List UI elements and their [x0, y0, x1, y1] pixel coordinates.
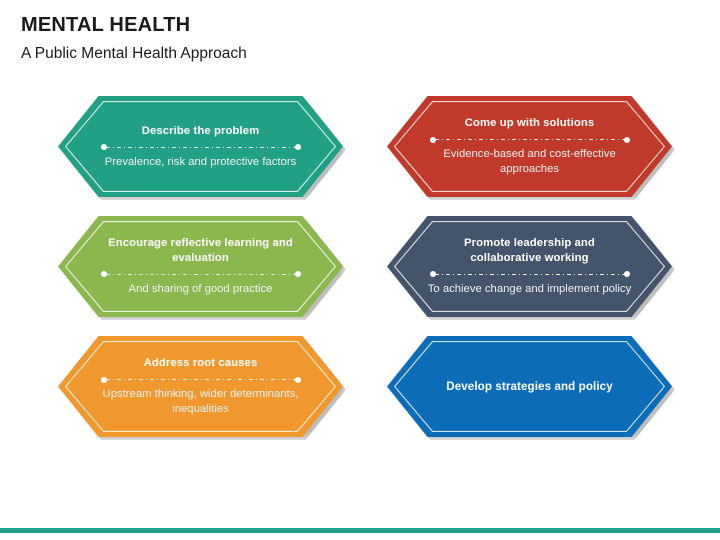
- divider-rule: [105, 273, 296, 275]
- hexagon-content: Develop strategies and policy: [427, 379, 632, 394]
- divider-end-dot: [623, 271, 630, 278]
- hexagon-divider: [100, 143, 301, 152]
- hexagon-encourage-reflective-learning[interactable]: Encourage reflective learning and evalua…: [58, 216, 343, 317]
- hexagon-subtitle: Upstream thinking, wider determinants, i…: [102, 388, 299, 415]
- divider-rule: [434, 273, 625, 275]
- hexagon-divider: [100, 375, 301, 384]
- divider-end-dot: [294, 271, 301, 278]
- hexagon-title: Encourage reflective learning and evalua…: [108, 237, 293, 265]
- hexagon-subtitle: Prevalence, risk and protective factors: [104, 155, 297, 168]
- hexagon-develop-strategies-and-policy[interactable]: Develop strategies and policy: [387, 336, 672, 437]
- divider-end-dot: [294, 376, 301, 383]
- divider-rule: [105, 379, 296, 381]
- divider-rule: [105, 146, 296, 148]
- hexagon-title: Come up with solutions: [464, 117, 595, 130]
- footer-accent-bar: [0, 528, 720, 533]
- hexagon-title: Promote leadership and collaborative wor…: [464, 237, 595, 265]
- hexagon-divider: [429, 270, 630, 279]
- hexagon-title: Describe the problem: [141, 124, 260, 137]
- hexagon-promote-leadership[interactable]: Promote leadership and collaborative wor…: [387, 216, 672, 317]
- hexagon-content: Promote leadership and collaborative wor…: [427, 236, 632, 297]
- page-title: MENTAL HEALTH: [21, 14, 191, 36]
- page-subtitle: A Public Mental Health Approach: [21, 45, 247, 62]
- hexagon-divider: [429, 135, 630, 144]
- slide-header: MENTAL HEALTH A Public Mental Health App…: [21, 14, 247, 63]
- divider-rule: [434, 139, 625, 141]
- hexagon-subtitle: To achieve change and implement policy: [427, 282, 632, 295]
- hexagon-content: Encourage reflective learning and evalua…: [98, 236, 303, 297]
- hexagon-subtitle: Evidence-based and cost-effective approa…: [443, 148, 616, 175]
- hexagon-title: Develop strategies and policy: [446, 379, 613, 393]
- divider-end-dot: [294, 144, 301, 150]
- divider-end-dot: [623, 136, 630, 143]
- hexagon-row: Encourage reflective learning and evalua…: [0, 216, 720, 336]
- hexagon-title: Address root causes: [143, 357, 258, 370]
- hexagon-divider: [100, 270, 301, 279]
- hexagon-subtitle: And sharing of good practice: [128, 282, 273, 295]
